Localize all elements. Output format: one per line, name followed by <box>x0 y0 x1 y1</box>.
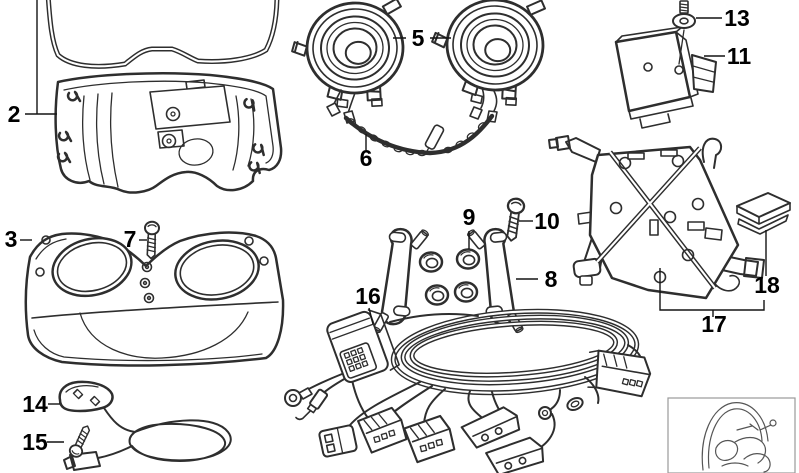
part-3-grille-panel <box>24 231 285 367</box>
callout-2: 2 <box>8 101 21 127</box>
panel-screw-holes <box>35 235 269 304</box>
seal-gasket <box>45 0 280 69</box>
callout-17: 17 <box>701 311 727 337</box>
part-8-bracket-left <box>372 227 429 334</box>
callout-16: 16 <box>355 283 381 309</box>
harness-connector-c <box>460 406 521 449</box>
callout-18: 18 <box>754 272 780 298</box>
part-13-screw-washer <box>672 0 696 29</box>
part-11-amplifier-module <box>614 26 717 129</box>
harness-jack-plug <box>295 388 329 421</box>
harness-ring-terminal <box>284 387 313 407</box>
callout-3: 3 <box>5 226 18 252</box>
part-17-mounting-bracket <box>548 135 765 300</box>
callout-11: 11 <box>727 43 752 69</box>
harness-connector-right <box>587 349 652 398</box>
harness-connector-b <box>403 414 456 464</box>
callout-8: 8 <box>545 266 558 292</box>
harness-main-connector <box>326 309 400 383</box>
callout-5: 5 <box>412 25 425 51</box>
grille-right <box>174 239 260 301</box>
grille-left <box>51 236 133 298</box>
callout-7: 7 <box>124 226 137 252</box>
inline-connector <box>424 124 445 155</box>
callout-13: 13 <box>724 5 750 31</box>
callout-labels: 2 3 5 6 7 8 9 10 11 13 14 15 16 17 18 <box>5 5 780 455</box>
locator-thumbnail <box>667 397 796 473</box>
harness-connector-2pin <box>318 424 358 458</box>
callout-9: 9 <box>463 204 476 230</box>
callout-14: 14 <box>22 391 48 417</box>
part-2-mounting-panel <box>54 71 283 194</box>
harness-connector-d <box>485 436 545 473</box>
callout-10: 10 <box>534 208 560 234</box>
harness-clip <box>566 396 584 412</box>
callout-leader-lines <box>20 0 767 443</box>
callout-15: 15 <box>22 429 48 455</box>
scooter-sketch <box>701 402 777 473</box>
callout-6: 6 <box>360 145 373 171</box>
part-16-wiring-harness <box>284 308 652 473</box>
part-18-pad <box>736 192 791 235</box>
harness-ring <box>538 406 552 420</box>
part-6-speaker-wire <box>326 87 498 157</box>
